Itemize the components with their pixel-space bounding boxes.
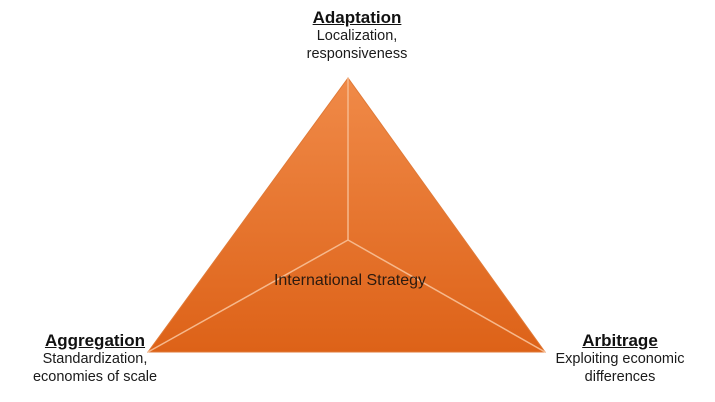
- divider-line-right: [347, 239, 546, 353]
- vertex-title-arbitrage: Arbitrage: [582, 331, 658, 350]
- vertex-desc-arbitrage-line-1: Exploiting economic: [555, 351, 685, 368]
- vertex-label-arbitrage: Arbitrage Exploiting economic difference…: [525, 331, 715, 386]
- vertex-desc-adaptation-line-2: responsiveness: [306, 45, 408, 62]
- vertex-desc-aggregation-line-2: economies of scale: [32, 368, 158, 385]
- vertex-desc-arbitrage-line-2: differences: [584, 368, 656, 385]
- vertex-label-adaptation: Adaptation Localization, responsiveness: [247, 8, 467, 63]
- center-label: International Strategy: [273, 272, 427, 289]
- vertex-label-aggregation: Aggregation Standardization, economies o…: [0, 331, 190, 386]
- vertex-desc-adaptation-line-1: Localization,: [316, 28, 398, 45]
- vertex-desc-aggregation-line-1: Standardization,: [42, 351, 148, 368]
- triangle-shape: [147, 77, 546, 353]
- vertex-title-adaptation: Adaptation: [312, 8, 402, 27]
- vertex-title-aggregation: Aggregation: [44, 331, 146, 350]
- divider-line-left: [147, 239, 349, 353]
